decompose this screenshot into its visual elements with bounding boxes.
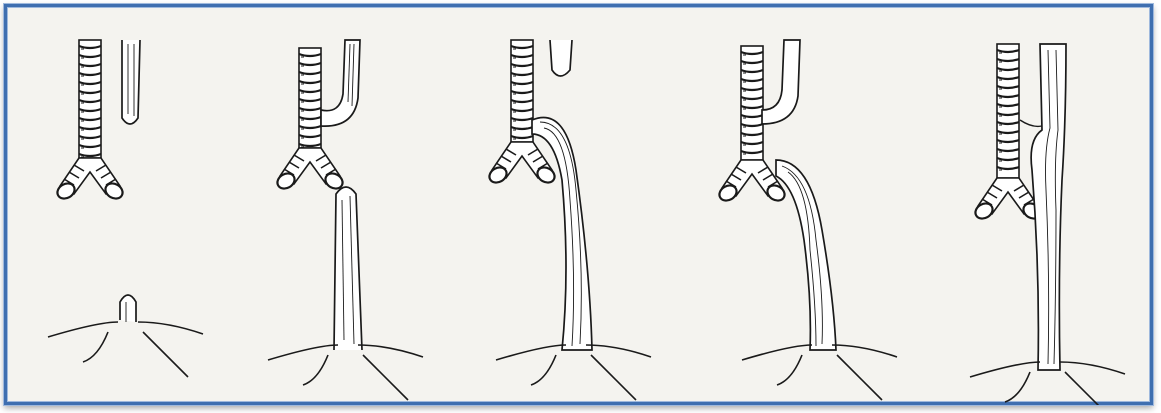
stomach-outline-right bbox=[358, 345, 423, 357]
esophagus-tube bbox=[532, 117, 592, 350]
foregut-bud-top bbox=[762, 40, 800, 124]
stage-1 bbox=[48, 40, 203, 377]
stomach-curve-right bbox=[591, 355, 636, 400]
stomach-outline-right bbox=[1060, 362, 1125, 374]
stomach-curve-left bbox=[83, 332, 108, 362]
stomach-curve-right bbox=[143, 332, 188, 377]
trachea bbox=[973, 44, 1044, 222]
stomach-outline-right bbox=[586, 345, 651, 357]
stomach-curve-left bbox=[777, 355, 802, 385]
foregut-bud-bottom bbox=[334, 187, 362, 350]
stomach-curve-left bbox=[303, 355, 328, 385]
esophagus-tube bbox=[776, 160, 836, 350]
stomach-curve-right bbox=[363, 355, 408, 400]
stomach-outline-right bbox=[138, 322, 203, 334]
foregut-bud-top bbox=[550, 40, 572, 76]
stage-3 bbox=[487, 40, 651, 400]
stage-5 bbox=[970, 44, 1125, 405]
tracheoesophageal-septum bbox=[1020, 120, 1042, 126]
esophagus-development-diagram bbox=[10, 10, 1153, 405]
stomach-curve-left bbox=[531, 355, 556, 385]
figure-frame bbox=[4, 4, 1153, 405]
stomach-curve-right bbox=[837, 355, 882, 400]
stomach-curve-right bbox=[1065, 372, 1110, 405]
stomach-curve-left bbox=[1005, 372, 1030, 402]
foregut-bud-bottom bbox=[120, 295, 136, 322]
trachea bbox=[487, 40, 558, 186]
foregut-bud-top bbox=[122, 40, 140, 124]
stomach-outline-right bbox=[832, 345, 897, 357]
trachea bbox=[717, 46, 788, 204]
trachea bbox=[55, 40, 126, 202]
stage-4 bbox=[717, 40, 897, 400]
stage-2 bbox=[268, 40, 423, 400]
